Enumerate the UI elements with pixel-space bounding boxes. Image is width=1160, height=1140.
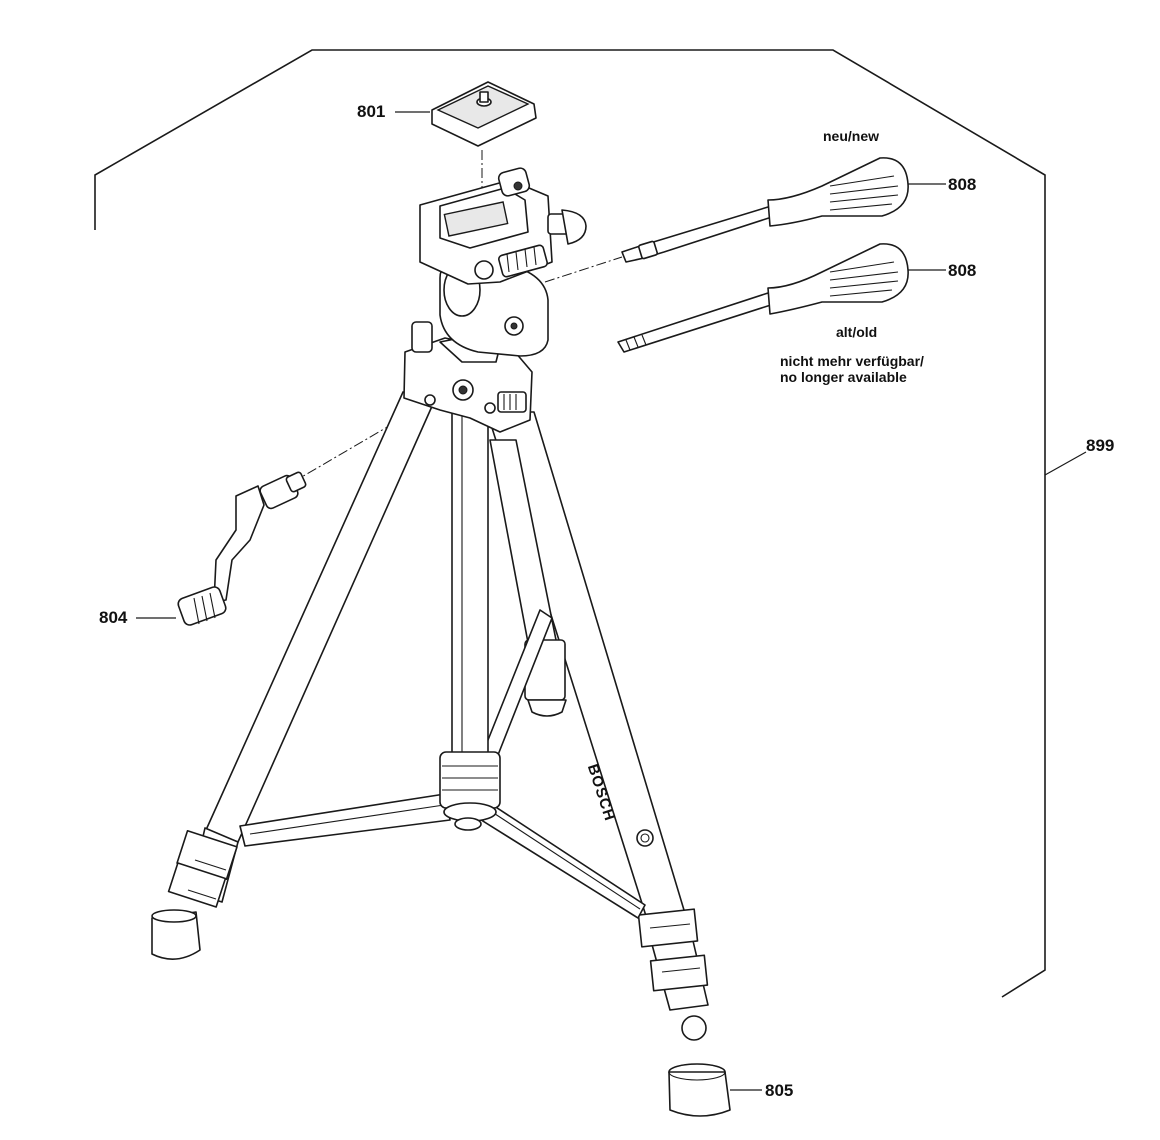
note-new: neu/new: [823, 128, 880, 144]
center-column: [439, 399, 501, 831]
note-old: alt/old: [836, 324, 878, 340]
tripod-foot-right-ball: [681, 1015, 707, 1041]
label-805: 805: [765, 1081, 794, 1100]
pan-head: [419, 167, 587, 357]
note-unavailable-en: no longer available: [780, 369, 907, 385]
handle-new: [621, 157, 909, 263]
label-801: 801: [357, 102, 386, 121]
label-804: 804: [99, 608, 128, 627]
label-808-new: 808: [948, 175, 977, 194]
bosch-logo-icon: [636, 829, 654, 847]
note-unavailable-de: nicht mehr verfügbar/: [780, 353, 924, 369]
brace-arms: [239, 609, 646, 919]
tripod-foot-left: [151, 909, 201, 960]
label-808-old: 808: [948, 261, 977, 280]
assembly-frame: [94, 49, 1046, 998]
tripod-leg-right: [486, 411, 709, 1011]
label-899: 899: [1086, 436, 1115, 455]
crank-handle: [177, 471, 307, 626]
rubber-foot-805: [668, 1063, 731, 1117]
leader-lines: [136, 111, 1087, 1091]
quick-release-plate: [431, 81, 537, 147]
